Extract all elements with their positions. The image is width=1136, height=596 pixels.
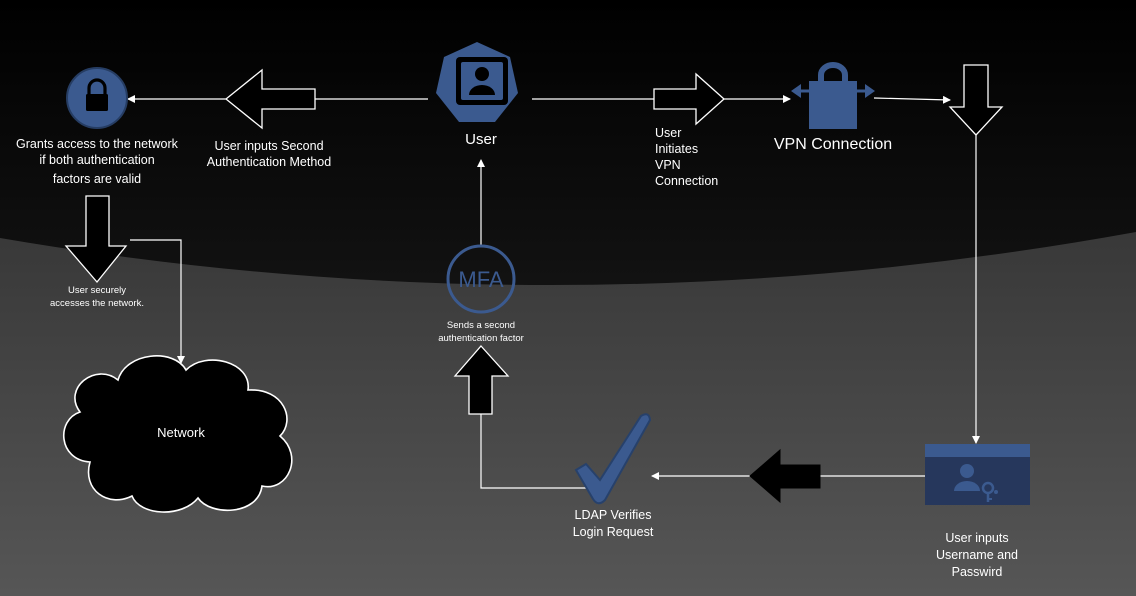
initiates-line-1: User	[655, 126, 681, 140]
vpn-connection-label: VPN Connection	[774, 136, 892, 153]
sends-factor-line-2: authentication factor	[438, 333, 524, 344]
mfa-badge-text: MFA	[458, 267, 504, 292]
connectors	[127, 95, 980, 489]
initiates-line-3: VPN	[655, 158, 681, 172]
sends-factor-line-1: Sends a second	[447, 320, 515, 331]
credentials-line-1: User inputs	[945, 531, 1008, 545]
grants-access-label: Grants access to the network if both aut…	[16, 137, 179, 186]
initiates-line-2: Initiates	[655, 142, 698, 156]
second-method-line-2: Authentication Method	[207, 155, 331, 169]
ldap-label: LDAP Verifies Login Request	[573, 508, 654, 539]
second-method-label: User inputs Second Authentication Method	[207, 139, 331, 169]
sends-factor-label: Sends a second authentication factor	[438, 320, 524, 344]
initiates-label: User Initiates VPN Connection	[655, 126, 718, 188]
network-label: Network	[157, 425, 205, 440]
credentials-label: User inputs Username and Passwird	[936, 531, 1018, 579]
cloud-icon	[63, 355, 293, 513]
right-arrow-outline	[653, 72, 725, 126]
credentials-line-3: Passwird	[952, 565, 1003, 579]
credentials-line-2: Username and	[936, 548, 1018, 562]
ldap-line-1: LDAP Verifies	[575, 508, 652, 522]
securely-label: User securely accesses the network.	[50, 285, 144, 309]
grants-access-line-3: factors are valid	[53, 172, 141, 186]
second-method-line-1: User inputs Second	[214, 139, 323, 153]
up-arrow-solid	[453, 345, 510, 415]
user-label: User	[465, 131, 497, 148]
ldap-line-2: Login Request	[573, 525, 654, 539]
grants-access-line-2: if both authentication	[39, 153, 154, 167]
grants-access-line-1: Grants access to the network	[16, 137, 179, 151]
left-arrow-solid	[749, 448, 821, 504]
securely-line-1: User securely	[68, 285, 126, 296]
lock-icon	[66, 67, 128, 129]
mfa-icon: MFA	[446, 244, 516, 314]
initiates-line-4: Connection	[655, 174, 718, 188]
left-arrow-outline	[224, 68, 316, 130]
checkmark-icon	[574, 413, 652, 505]
login-window-icon	[925, 444, 1030, 505]
down-arrow-outline	[948, 64, 1004, 136]
securely-line-2: accesses the network.	[50, 298, 144, 309]
user-badge-icon	[436, 42, 518, 122]
vpn-lock-icon	[791, 62, 875, 129]
background-bottom	[0, 232, 1136, 596]
down-arrow-solid	[64, 195, 128, 284]
